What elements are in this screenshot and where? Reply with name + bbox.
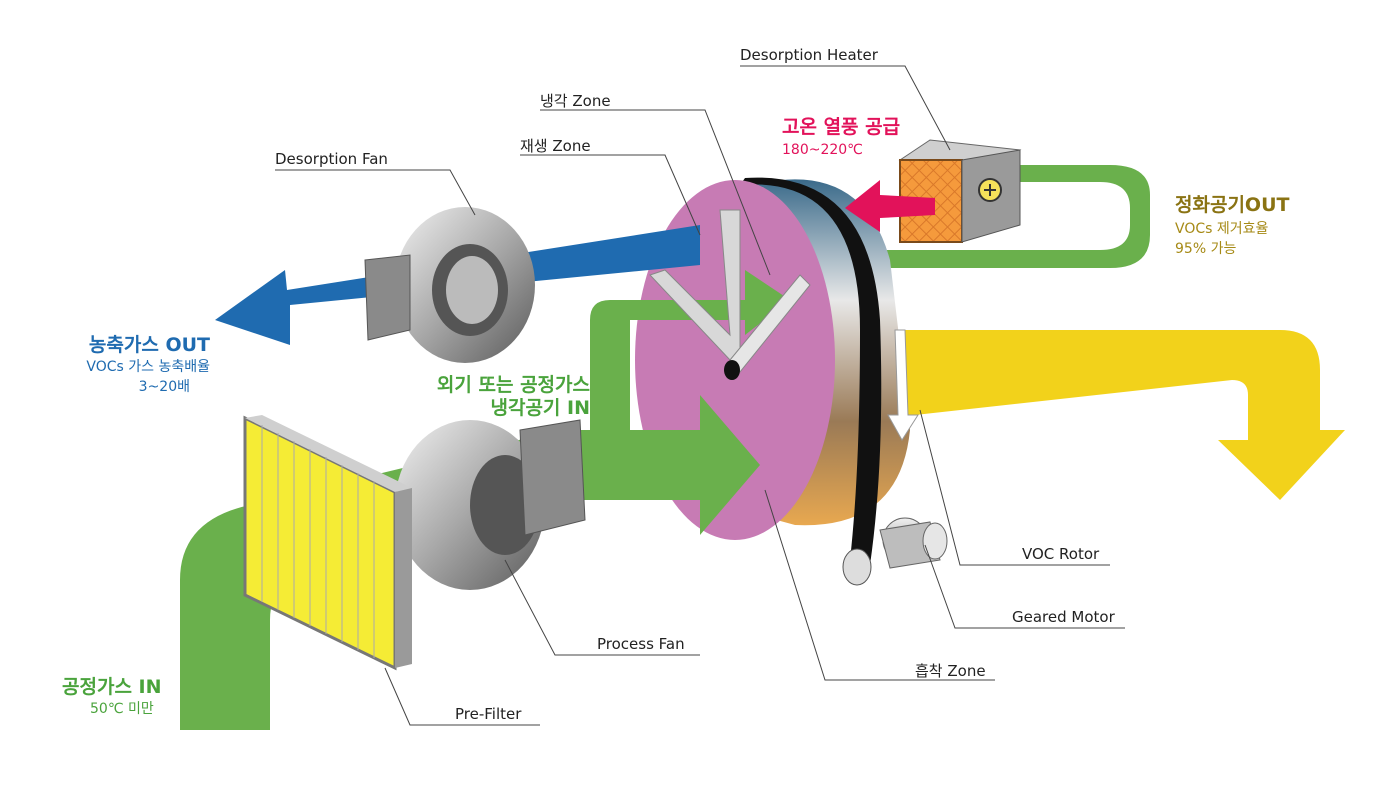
cooling-air-loop xyxy=(880,165,1150,268)
desorption-heater xyxy=(898,139,1022,243)
leader-pre-filter xyxy=(384,667,540,726)
label-desorption-heater: Desorption Heater xyxy=(740,46,878,64)
geared-motor xyxy=(842,517,948,586)
leader-regen-zone xyxy=(520,154,701,236)
label-regen-zone: 재생 Zone xyxy=(520,137,591,155)
label-conc-gas-out: 농축가스 OUT xyxy=(88,334,210,356)
regen-vane xyxy=(649,209,741,361)
clean-air-flow xyxy=(870,330,1345,500)
label-conc-gas-multiple: 3~20배 xyxy=(138,379,190,395)
leader-process-fan xyxy=(504,559,700,656)
label-clean-air-efficiency: VOCs 제거효율 xyxy=(1175,221,1269,237)
desorption-fan xyxy=(364,207,535,363)
leader-voc-rotor xyxy=(919,409,1110,566)
label-desorption-fan: Desorption Fan xyxy=(275,150,388,168)
pre-filter-unit xyxy=(243,415,412,671)
label-hot-air-supply: 고온 열풍 공급 xyxy=(782,116,901,138)
leader-adsorption-zone xyxy=(764,489,995,681)
label-voc-rotor: VOC Rotor xyxy=(1022,545,1100,563)
process-gas-flow xyxy=(180,395,760,730)
label-conc-gas-ratio: VOCs 가스 농축배율 xyxy=(86,359,210,375)
rotor-hub xyxy=(724,360,740,380)
label-geared-motor: Geared Motor xyxy=(1012,608,1115,626)
label-clean-air-possible: 95% 가능 xyxy=(1175,241,1237,257)
hot-air-arrow xyxy=(845,180,935,232)
label-process-fan: Process Fan xyxy=(597,635,685,653)
label-process-gas-temp: 50℃ 미만 xyxy=(90,701,154,717)
leader-cooling-zone xyxy=(540,109,771,276)
label-clean-air-out: 정화공기OUT xyxy=(1175,194,1290,216)
rotor-direction-arrow xyxy=(887,329,919,441)
label-pre-filter: Pre-Filter xyxy=(455,705,522,723)
leader-desorption-fan xyxy=(275,169,476,216)
leader-desorption-heater xyxy=(740,65,951,151)
leader-geared-motor xyxy=(924,544,1125,629)
rotor-belt xyxy=(740,177,882,565)
label-hot-air-temp: 180~220℃ xyxy=(782,142,863,158)
label-adsorption-zone: 흡착 Zone xyxy=(915,662,986,680)
label-outside-air: 외기 또는 공정가스 xyxy=(436,374,590,396)
label-process-gas-in: 공정가스 IN xyxy=(62,676,162,698)
process-fan xyxy=(395,419,586,590)
label-cooling-air-in: 냉각공기 IN xyxy=(490,397,590,419)
label-cooling-zone: 냉각 Zone xyxy=(540,92,611,110)
